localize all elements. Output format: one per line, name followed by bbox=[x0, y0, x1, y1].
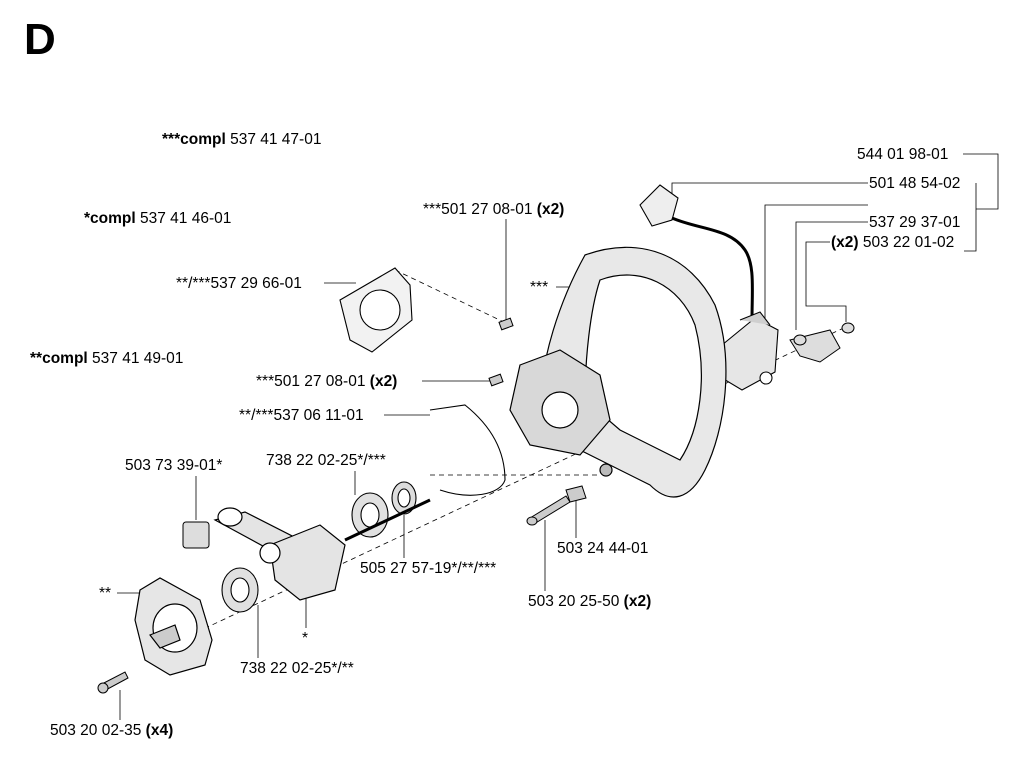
part-label-503-22-01-02: (x2) 503 22 01-02 bbox=[831, 234, 954, 252]
part-label-505-27-57-19: 505 27 57-19*/**/*** bbox=[360, 560, 497, 577]
part-label-537-29-66-01: **/***537 29 66-01 bbox=[176, 275, 302, 292]
screw-503-20-25-50 bbox=[526, 495, 571, 526]
part-label-738-22-02-25-top: 738 22 02-25*/*** bbox=[266, 452, 386, 469]
kit-label-top: ***compl 537 41 47-01 bbox=[162, 131, 321, 149]
part-label-503-20-02-35: 503 20 02-35 (x4) bbox=[50, 722, 173, 740]
part-number: 503 20 25-50 bbox=[528, 593, 620, 610]
qty-label: (x2) bbox=[536, 201, 565, 218]
leader-line bbox=[671, 182, 868, 205]
part-label-503-20-25-50: 503 20 25-50 (x2) bbox=[528, 593, 651, 611]
leader-line bbox=[795, 221, 868, 330]
assembly-axis bbox=[394, 269, 509, 325]
part-label-503-73-39-01: 503 73 39-01* bbox=[125, 457, 223, 474]
qty-label: (x2) bbox=[831, 234, 859, 251]
kit-prefix: ** bbox=[30, 350, 43, 367]
kit-prefix: * bbox=[84, 210, 91, 227]
leader-line bbox=[963, 153, 999, 210]
part-label-544-01-98-01: 544 01 98-01 bbox=[857, 146, 949, 163]
ignition-module bbox=[721, 311, 779, 391]
part-label-501-27-08-01-mid: ***501 27 08-01 (x2) bbox=[256, 373, 397, 391]
part-label-501-27-08-01-top: ***501 27 08-01 (x2) bbox=[423, 201, 564, 219]
screw-503-20-02-35 bbox=[97, 671, 129, 694]
oil-seal bbox=[391, 481, 417, 515]
kit-prefix: *** bbox=[162, 131, 181, 148]
cylinder-gasket bbox=[339, 267, 413, 353]
crankshaft-label: * bbox=[302, 630, 309, 647]
part-number: ***501 27 08-01 bbox=[256, 373, 366, 390]
qty-label: (x2) bbox=[623, 593, 652, 610]
kit-label-middle: *compl 537 41 46-01 bbox=[84, 210, 231, 228]
part-label-501-48-54-02: 501 48 54-02 bbox=[869, 175, 961, 192]
kit-number: 537 41 46-01 bbox=[140, 210, 232, 227]
crankcase-cover bbox=[134, 577, 213, 676]
kit-number: 537 41 49-01 bbox=[92, 350, 184, 367]
crankshaft-assembly bbox=[213, 498, 431, 601]
spark-plug-cap bbox=[639, 184, 754, 321]
leader-line bbox=[805, 241, 847, 322]
leader-line bbox=[764, 204, 868, 330]
part-label-503-24-44-01: 503 24 44-01 bbox=[557, 540, 649, 557]
leader-line bbox=[964, 183, 977, 252]
kit-word: compl bbox=[90, 210, 136, 227]
clip-and-nuts bbox=[789, 322, 855, 363]
qty-label: (x2) bbox=[369, 373, 398, 390]
part-label-738-22-02-25-bottom: 738 22 02-25*/** bbox=[240, 660, 354, 677]
part-number: ***501 27 08-01 bbox=[423, 201, 533, 218]
part-label-537-06-11-01: **/***537 06 11-01 bbox=[239, 407, 364, 424]
clip-503-24-44-01 bbox=[565, 485, 587, 503]
kit-number: 537 41 47-01 bbox=[230, 131, 322, 148]
crankcase-gasket bbox=[429, 404, 506, 496]
bearing-top bbox=[351, 492, 389, 538]
guide-pins bbox=[488, 317, 514, 387]
part-label-537-29-37-01: 537 29 37-01 bbox=[869, 214, 961, 231]
kit-label-bottom: **compl 537 41 49-01 bbox=[30, 350, 183, 368]
part-number: 503 20 02-35 bbox=[50, 722, 142, 739]
crank-cover-label: ** bbox=[99, 585, 112, 602]
bearing-bottom bbox=[221, 567, 259, 613]
housing-label: *** bbox=[530, 279, 549, 296]
section-letter: D bbox=[24, 15, 56, 64]
crankcase-housing bbox=[509, 246, 727, 498]
kit-word: compl bbox=[42, 350, 88, 367]
qty-label: (x4) bbox=[145, 722, 174, 739]
needle-bearing bbox=[182, 521, 210, 549]
part-number: 503 22 01-02 bbox=[862, 234, 955, 251]
kit-word: compl bbox=[180, 131, 226, 148]
